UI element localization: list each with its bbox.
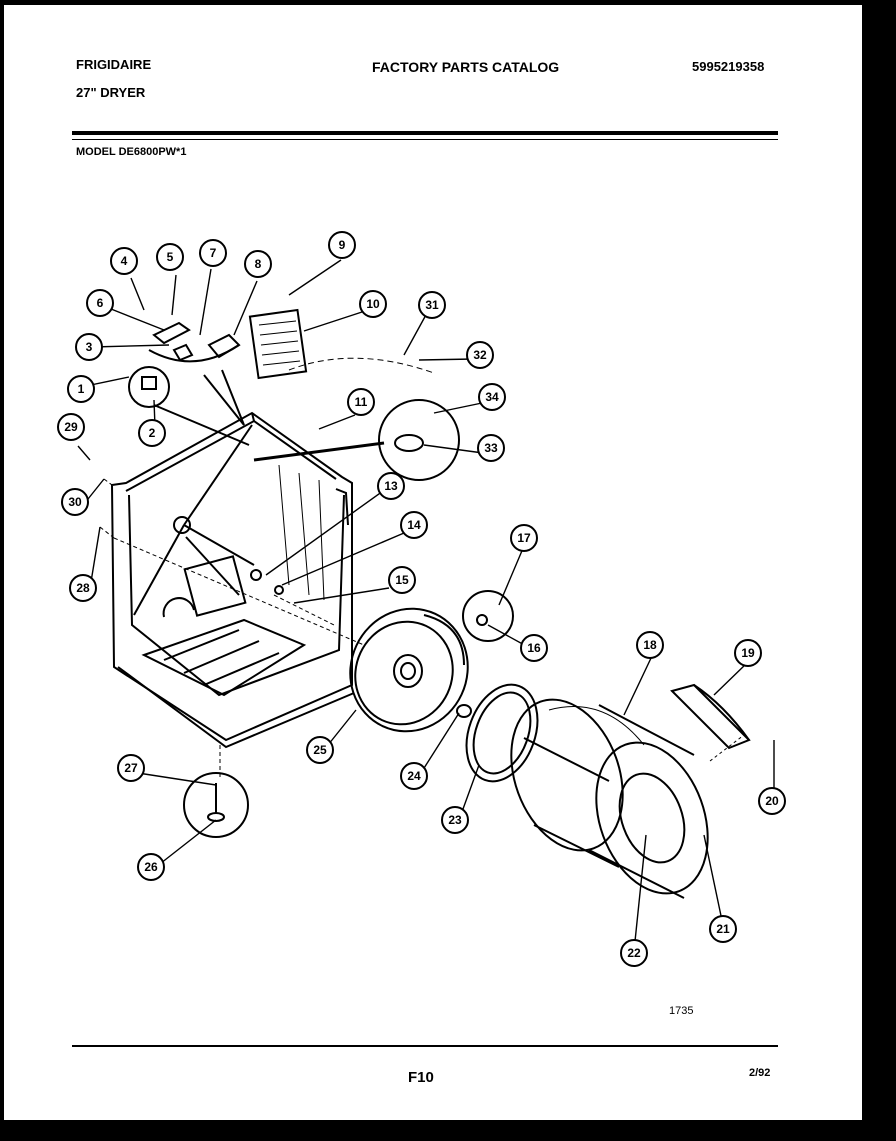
svg-text:30: 30	[68, 495, 82, 509]
bearing-detail	[462, 590, 514, 642]
svg-text:33: 33	[484, 441, 498, 455]
model-label: MODEL DE6800PW*1	[76, 146, 187, 158]
svg-text:2: 2	[149, 426, 156, 440]
svg-text:19: 19	[741, 646, 755, 660]
svg-text:13: 13	[384, 479, 398, 493]
svg-text:16: 16	[527, 641, 541, 655]
footer-rule	[72, 1045, 778, 1047]
lint-screen	[248, 308, 308, 380]
svg-text:31: 31	[425, 298, 439, 312]
revision-date: 2/92	[749, 1067, 771, 1079]
svg-text:5: 5	[167, 250, 174, 264]
callout-21: 21	[709, 915, 737, 943]
brand-name: FRIGIDAIRE	[76, 57, 152, 72]
callout-27: 27	[117, 754, 145, 782]
svg-text:17: 17	[517, 531, 531, 545]
catalog-number: 5995219358	[692, 59, 765, 74]
svg-text:24: 24	[407, 769, 421, 783]
callout-16: 16	[520, 634, 548, 662]
felt-seal	[456, 683, 539, 783]
callout-10: 10	[359, 290, 387, 318]
callout-1: 1	[67, 375, 95, 403]
callout-15: 15	[388, 566, 416, 594]
callout-29: 29	[57, 413, 85, 441]
callout-11: 11	[347, 388, 375, 416]
callout-17: 17	[510, 524, 538, 552]
svg-text:3: 3	[86, 340, 93, 354]
product-line: 27" DRYER	[76, 85, 146, 100]
svg-text:25: 25	[313, 743, 327, 757]
thermostat-detail	[253, 399, 460, 481]
svg-text:11: 11	[355, 395, 368, 409]
callout-24: 24	[400, 762, 428, 790]
svg-text:9: 9	[339, 238, 346, 252]
svg-text:7: 7	[210, 246, 217, 260]
callout-34: 34	[478, 383, 506, 411]
callout-2: 2	[138, 419, 166, 447]
callout-8: 8	[244, 250, 272, 278]
callout-23: 23	[441, 806, 469, 834]
callout-18: 18	[636, 631, 664, 659]
svg-text:23: 23	[448, 813, 462, 827]
leveling-leg-detail	[183, 772, 249, 838]
exploded-parts-diagram: 1 2 3 4 5 6 7 8 9 10 11 13 14 15 16 17 1…	[57, 231, 786, 967]
front-bulkhead	[349, 607, 469, 733]
callout-5: 5	[156, 243, 184, 271]
diagram-code: 1735	[669, 1005, 694, 1017]
svg-text:34: 34	[485, 390, 499, 404]
svg-text:32: 32	[473, 348, 487, 362]
callout-32: 32	[466, 341, 494, 369]
svg-text:28: 28	[76, 581, 90, 595]
svg-text:15: 15	[395, 573, 409, 587]
callout-4: 4	[110, 247, 138, 275]
drum-baffle	[670, 683, 751, 762]
drum	[510, 698, 709, 899]
svg-text:26: 26	[144, 860, 158, 874]
svg-text:29: 29	[64, 420, 78, 434]
svg-text:8: 8	[255, 257, 262, 271]
control-bracket	[148, 321, 245, 426]
svg-text:4: 4	[121, 254, 128, 268]
callout-26: 26	[137, 853, 165, 881]
parts-catalog-page: FRIGIDAIRE 27" DRYER FACTORY PARTS CATAL…	[4, 5, 862, 1120]
catalog-title: FACTORY PARTS CATALOG	[372, 59, 560, 75]
header-rule	[72, 131, 778, 135]
callout-28: 28	[69, 574, 97, 602]
callout-30: 30	[61, 488, 89, 516]
callout-25: 25	[306, 736, 334, 764]
switch-detail	[128, 366, 250, 446]
svg-text:22: 22	[627, 946, 641, 960]
page-number: F10	[408, 1069, 434, 1086]
svg-text:6: 6	[97, 296, 104, 310]
callout-13: 13	[377, 472, 405, 500]
callout-9: 9	[328, 231, 356, 259]
svg-text:1: 1	[78, 382, 85, 396]
svg-text:10: 10	[366, 297, 380, 311]
callout-19: 19	[734, 639, 762, 667]
callout-bubbles: 1 2 3 4 5 6 7 8 9 10 11 13 14 15 16 17 1…	[57, 231, 786, 967]
callout-14: 14	[400, 511, 428, 539]
svg-text:18: 18	[643, 638, 657, 652]
callout-7: 7	[199, 239, 227, 267]
header-rule-thin	[72, 139, 778, 140]
svg-text:14: 14	[407, 518, 421, 532]
dryer-cabinet	[110, 411, 355, 749]
svg-text:21: 21	[716, 922, 730, 936]
callout-leaders	[77, 259, 775, 952]
callout-31: 31	[418, 291, 446, 319]
callout-3: 3	[75, 333, 103, 361]
svg-text:27: 27	[124, 761, 138, 775]
callout-20: 20	[758, 787, 786, 815]
callout-33: 33	[477, 434, 505, 462]
callout-22: 22	[620, 939, 648, 967]
callout-6: 6	[86, 289, 114, 317]
svg-text:20: 20	[765, 794, 779, 808]
